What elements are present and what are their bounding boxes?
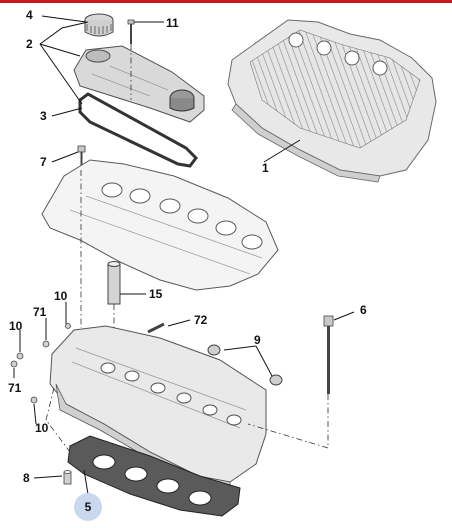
- cylinder-head: [49, 325, 267, 489]
- callout-9: 9: [254, 333, 261, 347]
- callout-71-top: 71: [33, 305, 47, 319]
- dowel-8: [63, 470, 72, 485]
- pins-10-71: [10, 323, 71, 404]
- callout-5-highlighted: 5: [74, 493, 102, 521]
- oil-filler-cap: [84, 13, 114, 37]
- callout-15: 15: [149, 287, 163, 301]
- callout-10-top: 10: [54, 289, 68, 303]
- camshaft-carrier: [41, 159, 279, 291]
- callout-10-bottom: 10: [35, 421, 49, 435]
- callout-7: 7: [40, 155, 47, 169]
- callout-3: 3: [40, 109, 47, 123]
- head-bolt-6: [323, 315, 334, 394]
- callout-72: 72: [194, 313, 208, 327]
- callout-2: 2: [26, 37, 33, 51]
- leader-lines: [13, 15, 355, 495]
- head-gasket: [67, 435, 241, 517]
- callout-4: 4: [26, 8, 33, 22]
- callout-71-bottom: 71: [8, 381, 22, 395]
- callout-6: 6: [360, 303, 367, 317]
- callout-10-left: 10: [9, 319, 23, 333]
- cylinder-head-assembly: [227, 19, 437, 183]
- callout-1: 1: [262, 161, 269, 175]
- plug-9: [207, 344, 283, 386]
- screw-11: [127, 19, 135, 44]
- stud-72: [147, 322, 165, 334]
- callout-8: 8: [23, 471, 30, 485]
- sleeve-15: [107, 261, 121, 305]
- alignment-guides: [45, 44, 329, 453]
- cylinder-head-cover: [73, 45, 205, 123]
- callout-11: 11: [166, 16, 179, 30]
- cover-gasket: [78, 92, 198, 168]
- top-accent-rule: [0, 0, 452, 3]
